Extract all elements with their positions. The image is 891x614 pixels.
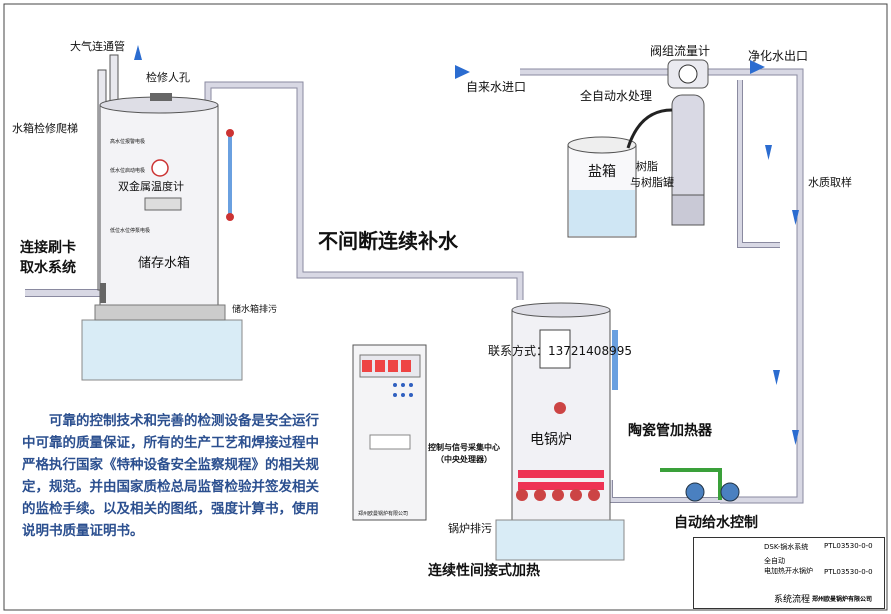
arrow-up-icon [134, 45, 142, 60]
title-block: DSK-锅水系统 全自动 电加热开水锅炉 PTL03530-0-0 PTL035… [693, 537, 885, 609]
arrow-down-icon [792, 430, 799, 445]
thermometer-label: 双金属温度计 [118, 179, 184, 193]
arrow-down-icon [792, 210, 799, 225]
tb-company: 郑州欧曼锅炉有限公司 [812, 596, 873, 603]
tb-code2: PTL03530-0-0 [824, 568, 873, 576]
tb-name: 系统流程 [774, 595, 811, 605]
level-gauge [228, 135, 232, 215]
arrow-right-icon [455, 65, 470, 79]
storage-tank [99, 93, 234, 306]
arrow-right-icon [750, 60, 765, 74]
pipes [25, 54, 804, 504]
tb-system: DSK-锅水系统 [764, 543, 809, 551]
boiler-foundation [495, 519, 625, 561]
manhole [150, 93, 172, 101]
boiler-drain-label: 锅炉排污 [448, 521, 492, 535]
tb-code1: PTL03530-0-0 [824, 542, 873, 550]
water-treatment-unit [567, 59, 709, 238]
arrow-down-icon [773, 370, 780, 385]
vent-pipe-label: 大气连通管 [70, 39, 125, 53]
valve-meter-label: 阀组流量计 [650, 44, 710, 58]
continuous-fill-label: 不间断连续补水 [318, 229, 459, 253]
control-center-line2: （中央处理器） [436, 454, 492, 464]
card-system-line1: 连接刷卡 [20, 239, 76, 256]
control-center-line1: 控制与信号采集中心 [428, 442, 500, 452]
salt-box-label: 盐箱 [588, 164, 616, 180]
description-paragraph: 可靠的控制技术和完善的检测设备是安全运行中可靠的质量保证，所有的生产工艺和焊接过… [22, 413, 319, 539]
tank-gauge-stop: 低位水位停泵电极 [110, 227, 150, 234]
drawing-border [3, 3, 888, 611]
tank-gauge-high: 高水位报警电极 [110, 138, 145, 145]
auto-water-label: 全自动水处理 [580, 88, 652, 103]
city-water-in-label: 自来水进口 [466, 80, 526, 94]
cabinet-brand-label: 郑州欧曼锅炉有限公司 [358, 510, 408, 517]
arrow-down-icon [765, 145, 772, 160]
card-system-line2: 取水系统 [20, 259, 76, 276]
flow-arrows [134, 45, 799, 445]
feed-pump [660, 468, 740, 502]
tank-foundation [81, 319, 243, 381]
electric-boiler [511, 302, 618, 521]
manhole-label: 检修人孔 [146, 70, 190, 84]
ladder-label: 水箱检修爬梯 [12, 121, 78, 135]
auto-feed-label: 自动给水控制 [674, 514, 758, 531]
tb-desc: 全自动 电加热开水锅炉 [764, 557, 813, 575]
thermometer-icon [151, 159, 169, 177]
ceramic-heater-label: 陶瓷管加热器 [628, 422, 713, 439]
indirect-heating-label: 连续性间接式加热 [428, 562, 540, 579]
boiler-label: 电锅炉 [530, 432, 572, 448]
resin-label-1: 树脂 [636, 159, 658, 173]
water-sample-label: 水质取样 [808, 175, 852, 189]
contact-label: 联系方式：13721408995 [488, 343, 632, 358]
tank-gauge-low: 低水位启动电极 [110, 167, 145, 174]
purified-out-label: 净化水出口 [748, 49, 808, 63]
tank-drain-label: 储水箱排污 [232, 303, 277, 315]
control-cabinet [352, 344, 427, 521]
storage-tank-label: 储存水箱 [138, 255, 190, 271]
resin-label-2: 与树脂罐 [630, 175, 674, 189]
